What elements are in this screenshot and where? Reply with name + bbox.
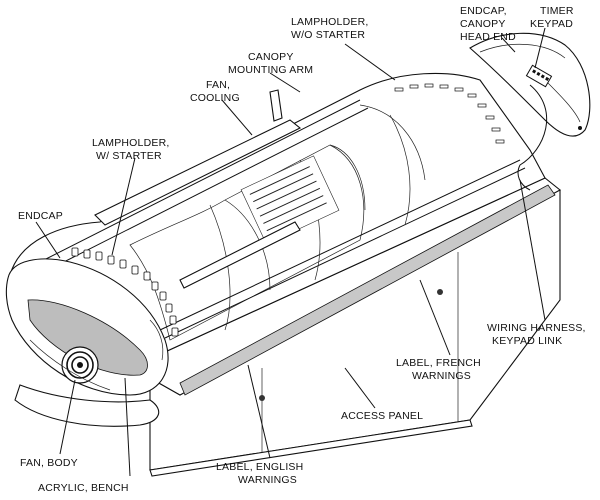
callout-labels: LAMPHOLDER, W/O STARTER ENDCAP, CANOPY H… xyxy=(18,5,589,494)
left-endcap xyxy=(5,258,169,427)
head-endcap xyxy=(469,32,591,137)
label-endcap-canopy-head-end: ENDCAP, CANOPY HEAD END xyxy=(460,5,516,43)
lampholders-with-starter xyxy=(71,247,179,337)
label-endcap: ENDCAP xyxy=(18,210,63,222)
leader-lines xyxy=(35,27,546,477)
canopy xyxy=(9,72,546,369)
label-french-warnings: LABEL, FRENCH WARNINGS xyxy=(396,357,484,382)
label-canopy-mounting-arm: CANOPY MOUNTING ARM xyxy=(228,51,313,76)
label-access-panel: ACCESS PANEL xyxy=(341,410,423,422)
label-fan-body: FAN, BODY xyxy=(20,457,78,469)
label-wiring-harness: WIRING HARNESS, KEYPAD LINK xyxy=(487,322,589,347)
label-fan-cooling: FAN, COOLING xyxy=(190,79,240,104)
label-lampholder-wo-starter: LAMPHOLDER, W/O STARTER xyxy=(291,16,372,41)
label-acrylic-bench: ACRYLIC, BENCH xyxy=(38,482,129,494)
base-body xyxy=(128,177,561,477)
label-timer-keypad: TIMER KEYPAD xyxy=(530,5,577,30)
wiring-harness-line xyxy=(517,84,548,191)
label-english-warnings: LABEL, ENGLISH WARNINGS xyxy=(216,461,307,486)
label-lampholder-w-starter: LAMPHOLDER, W/ STARTER xyxy=(92,137,173,162)
lampholders-without-starter xyxy=(394,83,505,144)
